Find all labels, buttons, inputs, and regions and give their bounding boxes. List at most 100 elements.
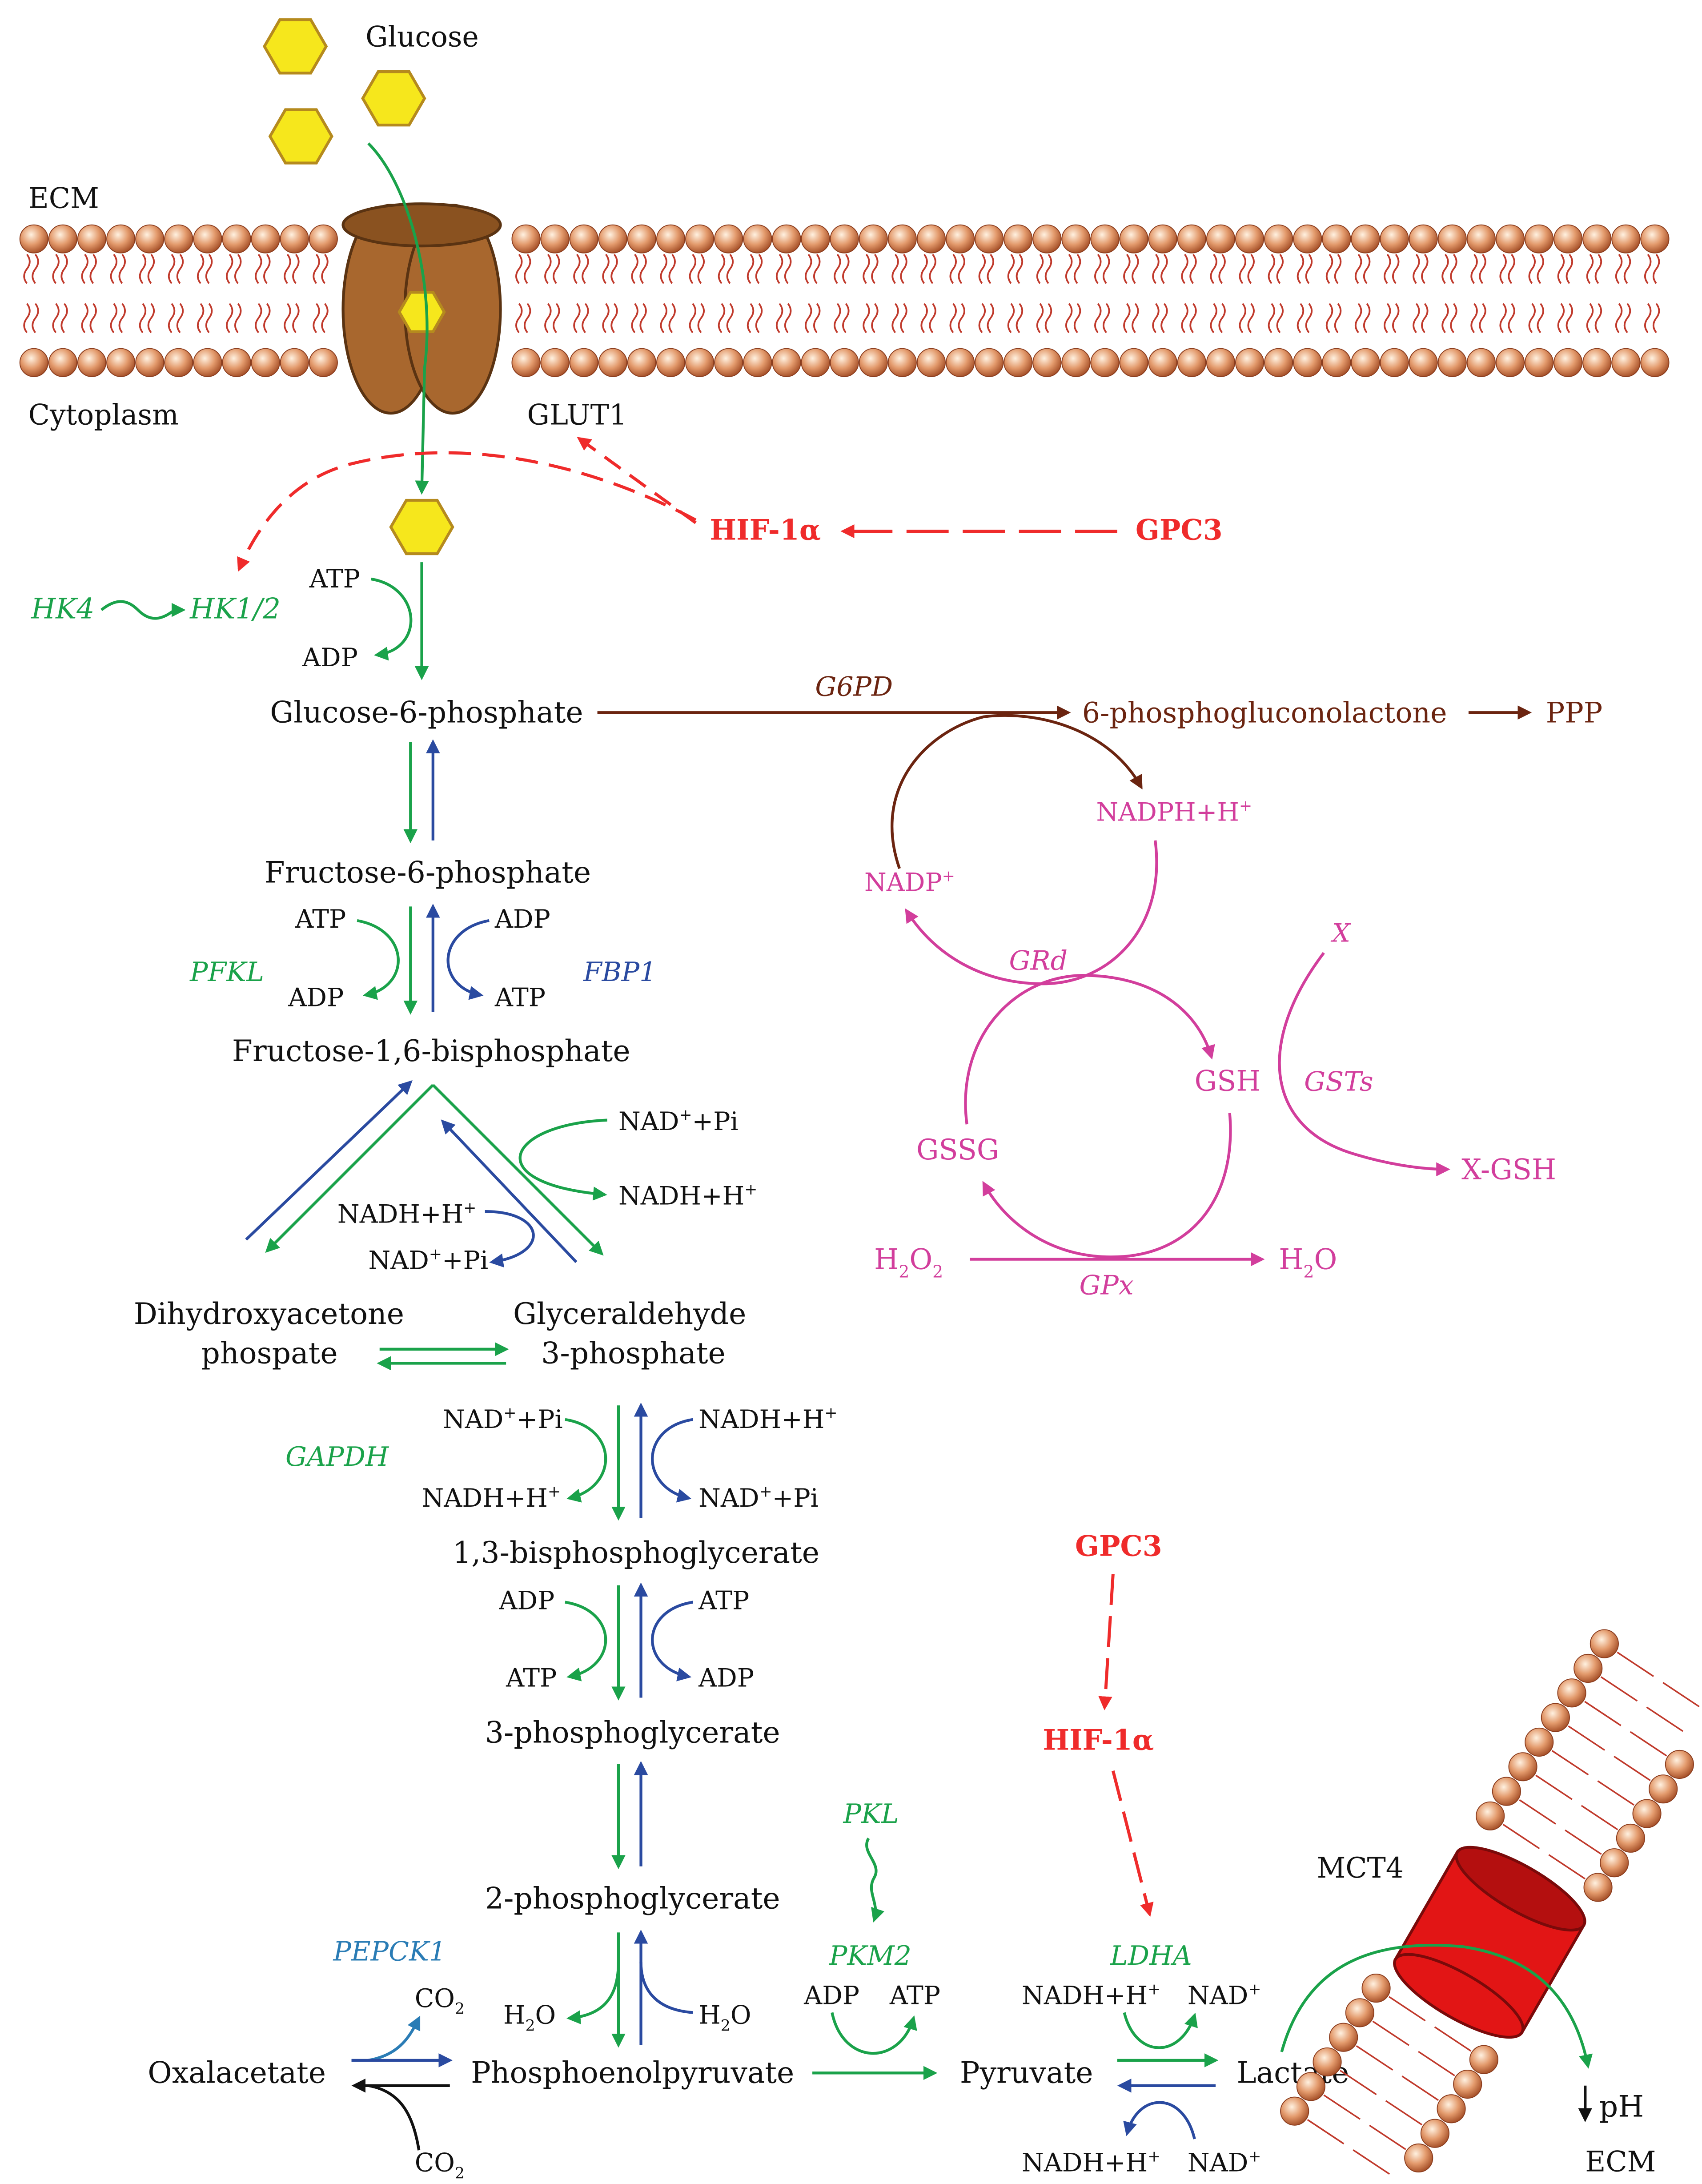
lipid-head-icon [1380, 348, 1409, 377]
lipid-tail [1384, 303, 1391, 334]
lipid-tail [1566, 253, 1574, 284]
lipid-head-icon [887, 348, 917, 377]
lipid-tail [747, 303, 755, 334]
glut1-transporter [341, 202, 502, 415]
lipid-head-icon [1665, 1750, 1694, 1779]
gpx-label: GPx [1080, 1270, 1134, 1301]
lipid-head-icon [251, 224, 280, 253]
lipid-tail [1450, 253, 1457, 284]
lipid-tail [1385, 2100, 1423, 2126]
g6pd-label: G6PD [815, 671, 893, 702]
lipid-tail [639, 253, 647, 284]
lipid-tail [1413, 303, 1420, 334]
lipid-tail [834, 253, 841, 284]
lipid-head-icon [1590, 1629, 1619, 1658]
lipid-tail [1247, 253, 1255, 284]
lipid-tail [52, 303, 60, 334]
lipid-tail [1630, 1731, 1667, 1757]
lipid-tail [1418, 2051, 1455, 2076]
lipid-head-icon [511, 348, 541, 377]
adp-label: ADP [302, 643, 358, 672]
lipid-head-icon [19, 224, 48, 253]
lipid-head-icon [511, 224, 541, 253]
lipid-tail [1597, 1780, 1635, 1806]
lipid-tail [89, 303, 97, 334]
lipid-head-icon [1476, 1801, 1505, 1830]
lipid-tail [602, 253, 610, 284]
lipid-tail [660, 253, 667, 284]
lipid-tail [660, 303, 667, 334]
lipid-tail [1557, 253, 1565, 284]
lipid-head-icon [48, 224, 77, 253]
ecm-bottom-label: ECM [1585, 2145, 1656, 2178]
lipid-head-icon [193, 348, 222, 377]
nadh-label-2: NADH+H+ [337, 1199, 476, 1229]
lipid-tail [1073, 303, 1081, 334]
lipid-head-icon [1466, 348, 1496, 377]
lipid-head-icon [222, 348, 251, 377]
lipid-head-icon [830, 348, 859, 377]
pk-adp-label: ADP [803, 1981, 859, 2010]
lipid-tail [1615, 253, 1623, 284]
lipid-tail [1123, 303, 1131, 334]
lipid-tail [871, 303, 879, 334]
lipid-head-icon [569, 224, 598, 253]
lipid-tail [1615, 303, 1623, 334]
lipid-tail [81, 303, 88, 334]
lipid-head-icon [656, 348, 686, 377]
lipid-tail [1586, 303, 1594, 334]
lipid-head-icon [598, 348, 627, 377]
lipid-head-icon [1649, 1774, 1678, 1804]
nad-pi-label: NAD++Pi [618, 1106, 739, 1136]
xgsh-label: X-GSH [1461, 1153, 1556, 1186]
lipid-tail [1363, 303, 1371, 334]
gssg-label: GSSG [916, 1133, 999, 1166]
lipid-tail [32, 253, 39, 284]
co2-bottom-label: CO2 [415, 2148, 465, 2183]
lipid-tail [949, 303, 957, 334]
lipid-head-icon [1469, 2045, 1498, 2074]
lipid-tail [205, 253, 213, 284]
lipid-tail [1189, 303, 1197, 334]
lipid-tail [23, 253, 31, 284]
lipid-head-icon [106, 224, 136, 253]
pg3-label: 3-phosphoglycerate [485, 1715, 780, 1750]
ldh-blue-arc [1123, 2101, 1196, 2140]
pgk-adp-label: ADP [498, 1586, 554, 1615]
lipid-tail [900, 253, 907, 284]
lipid-head-icon [1437, 224, 1467, 253]
ecm-top-label: ECM [28, 182, 99, 215]
lipid-head-icon [1553, 348, 1583, 377]
lipid-head-icon [1557, 1678, 1586, 1708]
mct4-label: MCT4 [1317, 1851, 1404, 1884]
lipid-head-icon [1206, 224, 1236, 253]
lipid-tail [1044, 253, 1052, 284]
pgk-atp-r-label: ATP [698, 1586, 749, 1615]
lipid-tail [1499, 303, 1507, 334]
lipid-tail [1594, 303, 1602, 334]
lipid-tail [1305, 253, 1313, 284]
lipid-tail [1581, 1805, 1618, 1830]
lipid-tail [1528, 303, 1536, 334]
glucose-label: Glucose [365, 20, 479, 53]
nadp-to-nadph-arc [891, 714, 1143, 869]
lipid-tail [176, 253, 184, 284]
lipid-tail [255, 303, 262, 334]
lipid-tail [234, 253, 242, 284]
lipid-head-icon [1616, 1823, 1645, 1853]
lipid-tail [1568, 1725, 1605, 1751]
lipid-tail [292, 303, 300, 334]
pep-label: Phosphoenolpyruvate [471, 2055, 794, 2090]
lipid-tail [1094, 253, 1102, 284]
lipid-head-icon [975, 224, 1004, 253]
lipid-tail [987, 253, 995, 284]
gap-label-2: 3-phosphate [541, 1335, 726, 1370]
glucose-transport-arrow [367, 142, 429, 495]
hif1a-to-ldha-arrow [1112, 1770, 1154, 1917]
lipid-tail [23, 303, 31, 334]
lipid-tail [147, 253, 155, 284]
lipid-head-icon [1351, 224, 1380, 253]
lipid-head-icon [1119, 224, 1148, 253]
aldolase-left-blue [245, 1080, 413, 1241]
lipid-tail [263, 253, 271, 284]
